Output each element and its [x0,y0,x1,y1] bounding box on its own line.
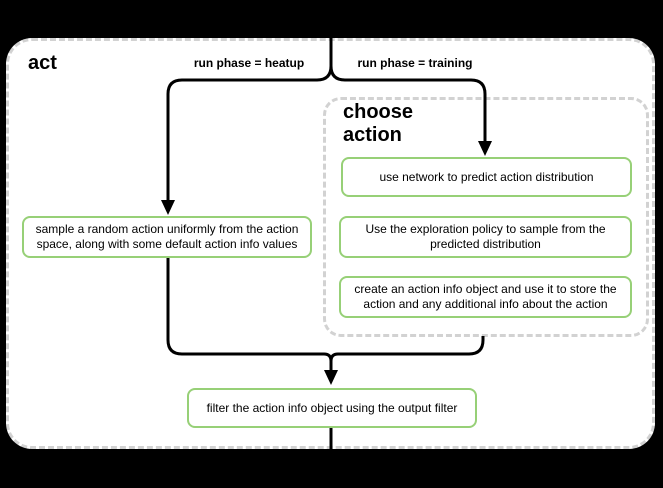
choose-action-title: choose action [343,101,414,146]
act-title: act [28,52,57,74]
node-filter-action-info: filter the action info object using the … [187,388,477,428]
edge-label-heatup: run phase = heatup [193,56,305,70]
node-use-network: use network to predict action distributi… [341,157,632,197]
node-exploration-policy: Use the exploration policy to sample fro… [339,216,632,258]
edge-label-training: run phase = training [357,56,473,70]
node-create-action-info: create an action info object and use it … [339,276,632,318]
node-sample-random-action: sample a random action uniformly from th… [22,216,312,258]
